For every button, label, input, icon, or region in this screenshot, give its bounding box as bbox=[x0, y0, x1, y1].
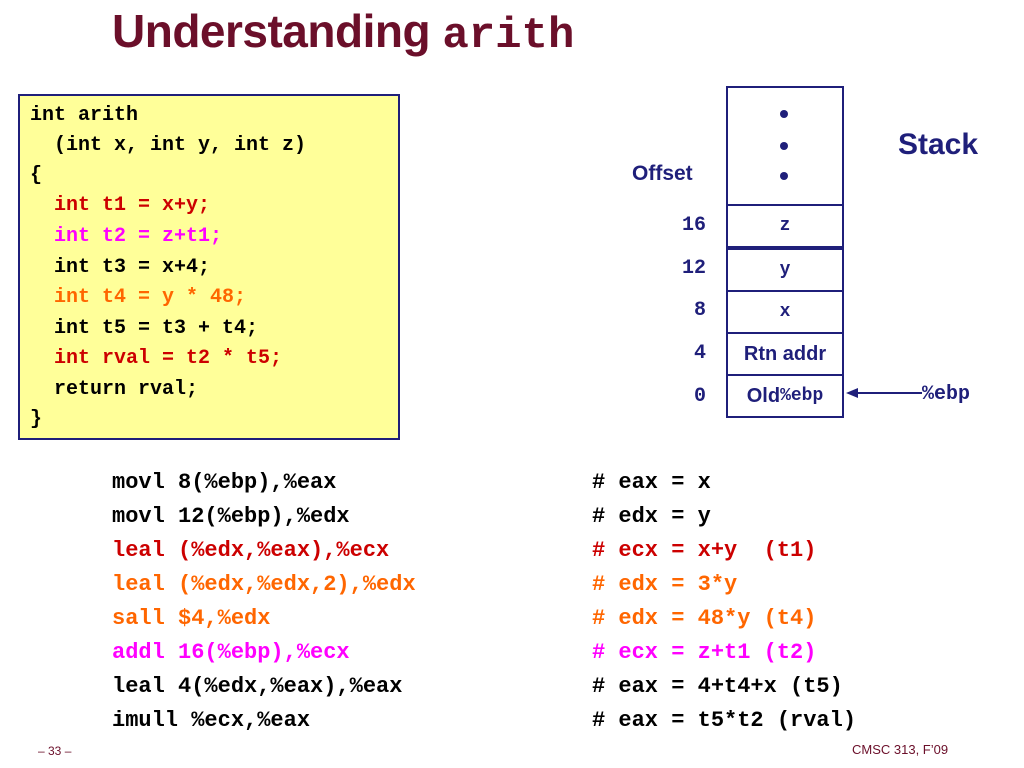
title-code: arith bbox=[442, 11, 575, 61]
code-line: { bbox=[30, 164, 43, 187]
asm-comment: # edx = 3*y bbox=[592, 572, 738, 597]
asm-instruction: leal 4(%edx,%eax),%eax bbox=[112, 674, 403, 699]
code-line: } bbox=[30, 408, 43, 431]
page-number: – 33 – bbox=[38, 744, 72, 758]
asm-instruction: sall $4,%edx bbox=[112, 606, 271, 631]
slide-title: Understanding arith bbox=[112, 4, 574, 61]
code-line: int t4 = y * 48; bbox=[30, 286, 247, 309]
asm-comment: # eax = 4+t4+x (t5) bbox=[592, 674, 843, 699]
stack-offset: 4 bbox=[693, 342, 706, 365]
offset-label: Offset bbox=[632, 162, 693, 185]
code-line: int t1 = x+y; bbox=[30, 194, 211, 217]
ellipsis-dot bbox=[780, 110, 788, 118]
asm-comment: # eax = x bbox=[592, 470, 711, 495]
ellipsis-dot bbox=[780, 142, 788, 150]
stack-cell-label-code: %ebp bbox=[780, 386, 824, 406]
code-line: int t3 = x+4; bbox=[30, 256, 211, 279]
stack-cell-z: z bbox=[726, 204, 844, 248]
asm-comment: # edx = 48*y (t4) bbox=[592, 606, 817, 631]
stack-title: Stack bbox=[898, 128, 979, 161]
asm-instruction: addl 16(%ebp),%ecx bbox=[112, 640, 350, 665]
ebp-pointer-label: %ebp bbox=[922, 383, 971, 406]
asm-comment: # ecx = x+y (t1) bbox=[592, 538, 817, 563]
code-line: (int x, int y, int z) bbox=[30, 134, 307, 157]
code-line: return rval; bbox=[30, 378, 199, 401]
stack-cell-label: z bbox=[779, 216, 791, 236]
ebp-arrow-icon bbox=[846, 388, 922, 398]
asm-comment: # ecx = z+t1 (t2) bbox=[592, 640, 817, 665]
course-label: CMSC 313, F’09 bbox=[852, 742, 949, 757]
asm-instruction: leal (%edx,%eax),%ecx bbox=[112, 538, 390, 563]
stack-cell-old-ebp: Old %ebp bbox=[726, 374, 844, 418]
asm-instruction: movl 8(%ebp),%eax bbox=[112, 470, 337, 495]
stack-offset: 12 bbox=[681, 257, 706, 280]
code-line: int rval = t2 * t5; bbox=[30, 347, 283, 370]
asm-instruction: leal (%edx,%edx,2),%edx bbox=[112, 572, 416, 597]
stack-cell-label: Rtn addr bbox=[743, 342, 827, 365]
code-line: int t2 = z+t1; bbox=[30, 225, 223, 248]
asm-comment: # eax = t5*t2 (rval) bbox=[592, 708, 857, 733]
stack-cell-return-address: Rtn addr bbox=[726, 332, 844, 376]
ellipsis-dot bbox=[780, 172, 788, 180]
stack-offset: 16 bbox=[681, 214, 706, 237]
title-text: Understanding bbox=[112, 5, 443, 57]
stack-ellipsis bbox=[726, 86, 844, 204]
stack-cell-label: y bbox=[779, 260, 791, 280]
asm-instruction: movl 12(%ebp),%edx bbox=[112, 504, 350, 529]
asm-instruction: imull %ecx,%eax bbox=[112, 708, 311, 733]
code-line: int arith bbox=[30, 104, 139, 127]
stack-cell-x: x bbox=[726, 290, 844, 334]
stack-cell-y: y bbox=[726, 248, 844, 292]
code-line: int t5 = t3 + t4; bbox=[30, 317, 259, 340]
c-code-box: int arith (int x, int y, int z) { int t1… bbox=[18, 94, 400, 440]
stack-cell-label: x bbox=[779, 302, 791, 322]
stack-offset: 0 bbox=[693, 385, 706, 408]
asm-comment: # edx = y bbox=[592, 504, 711, 529]
stack-offset: 8 bbox=[693, 299, 706, 322]
stack-cell-label-prefix: Old bbox=[746, 384, 781, 407]
